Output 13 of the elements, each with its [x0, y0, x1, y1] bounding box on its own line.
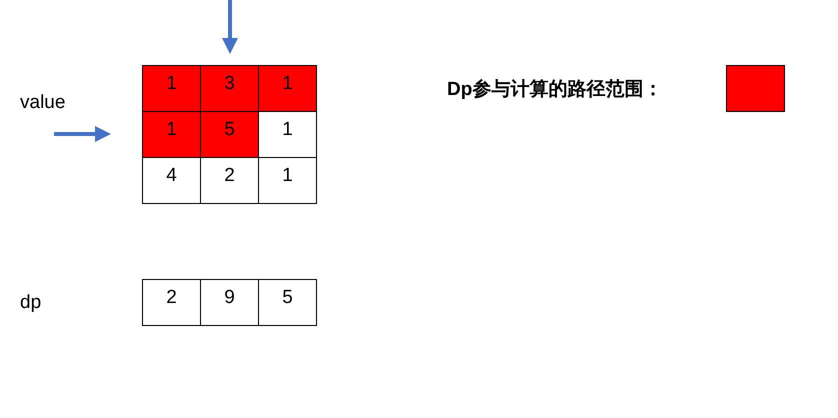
row-label: value — [20, 92, 66, 114]
table-cell: 5 — [200, 111, 259, 158]
table-cell: 1 — [142, 111, 201, 158]
row-label: dp — [20, 292, 42, 314]
table-cell: 2 — [142, 279, 201, 326]
legend-text: Dp参与计算的路径范围： — [447, 78, 662, 102]
table-cell: 1 — [142, 65, 201, 112]
table-cell: 1 — [258, 65, 317, 112]
table-cell: 9 — [200, 279, 259, 326]
table-cell: 1 — [258, 157, 317, 204]
table-cell: 5 — [258, 279, 317, 326]
table-cell: 3 — [200, 65, 259, 112]
table-cell: 4 — [142, 157, 201, 204]
